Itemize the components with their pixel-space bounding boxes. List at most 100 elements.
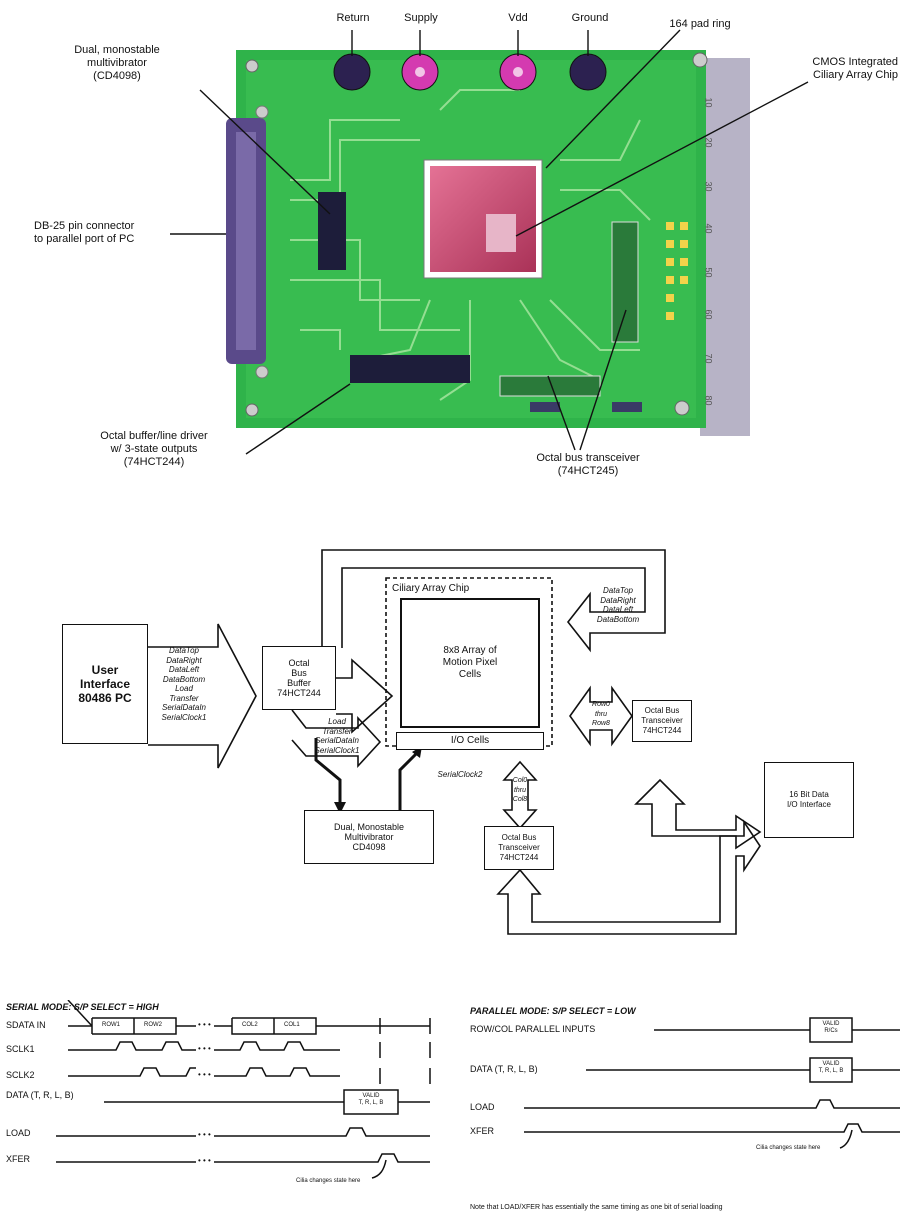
- serial-bit-label: ROW1: [102, 1022, 120, 1028]
- parallel-valid1-line: R/Cs: [810, 1028, 852, 1035]
- pad-ring-label: 164 pad ring: [660, 18, 740, 31]
- transceiver-bottom-line: Transceiver: [498, 843, 540, 853]
- row-signal-list: Row0 thru Row8: [590, 700, 612, 729]
- transceiver-label-line: (74HCT245): [518, 465, 658, 478]
- user-interface-line: 80486 PC: [78, 691, 131, 705]
- db25-label-line: to parallel port of PC: [34, 233, 174, 246]
- pc-signal: DataBottom: [148, 675, 220, 685]
- multivibrator-label: Dual, monostable multivibrator (CD4098): [42, 44, 192, 83]
- parallel-signal-label: ROW/COL PARALLEL INPUTS: [470, 1024, 595, 1034]
- pc-signal-list: DataTop DataRight DataLeft DataBottom Lo…: [148, 646, 220, 722]
- transceiver-label: Octal bus transceiver (74HCT245): [518, 452, 658, 478]
- buffer-signal: SerialDataIn: [302, 736, 372, 746]
- octal-bus-buffer-line: Octal: [277, 658, 321, 668]
- top-signal: DataLeft: [590, 605, 646, 615]
- user-interface-line: Interface: [78, 677, 131, 691]
- db25-label: DB-25 pin connector to parallel port of …: [34, 220, 174, 246]
- parallel-valid2-label: VALID T, R, L, B: [810, 1061, 852, 1075]
- transceiver-right-line: Transceiver: [641, 716, 683, 726]
- top-signal: DataTop: [590, 586, 646, 596]
- pc-signal: DataRight: [148, 656, 220, 666]
- ruler-mark: 60: [702, 309, 715, 319]
- serial-ellipsis: • • •: [198, 1156, 211, 1165]
- serial-note: Cilia changes state here: [296, 1178, 360, 1184]
- serial-ellipsis: • • •: [198, 1020, 211, 1029]
- parallel-signal-label: LOAD: [470, 1102, 495, 1112]
- buffer-signal: Transfer: [302, 727, 372, 737]
- serial-bit-label: COL2: [242, 1022, 258, 1028]
- serial-clock2-label: SerialClock2: [430, 770, 490, 780]
- parallel-valid1-label: VALID R/Cs: [810, 1021, 852, 1035]
- serial-bit-label: ROW2: [144, 1022, 162, 1028]
- transceiver-right-box: Octal Bus Transceiver 74HCT244: [632, 700, 692, 742]
- row-signal: Row8: [590, 719, 612, 729]
- octal-bus-buffer-line: 74HCT244: [277, 688, 321, 698]
- pc-signal: DataLeft: [148, 665, 220, 675]
- parallel-valid2-line: VALID: [810, 1061, 852, 1068]
- ground-jack: [570, 54, 606, 90]
- buffer-label: Octal buffer/line driver w/ 3-state outp…: [66, 430, 242, 469]
- ruler-mark: 70: [702, 353, 715, 363]
- buffer-label-line: (74HCT244): [66, 456, 242, 469]
- parallel-title: PARALLEL MODE: S/P SELECT = LOW: [470, 1006, 636, 1016]
- pc-signal: Load: [148, 684, 220, 694]
- chip-label: CMOS Integrated Ciliary Array Chip: [752, 56, 898, 82]
- serial-valid-line: T, R, L, B: [344, 1100, 398, 1107]
- parallel-signal-label: DATA (T, R, L, B): [470, 1064, 538, 1074]
- buffer-signal: SerialClock1: [302, 746, 372, 756]
- pc-signal: SerialDataIn: [148, 703, 220, 713]
- ruler: [700, 58, 750, 436]
- db25-label-line: DB-25 pin connector: [34, 220, 174, 233]
- buffer-signal: Load: [302, 717, 372, 727]
- array-line: 8x8 Array of: [443, 645, 497, 657]
- chip-label-line: CMOS Integrated: [752, 56, 898, 69]
- serial-valid-line: VALID: [344, 1093, 398, 1100]
- octal-bus-buffer-box: Octal Bus Buffer 74HCT244: [262, 646, 336, 710]
- right-transceiver-arrow: [636, 780, 760, 848]
- supply-label: Supply: [396, 12, 446, 25]
- return-jack: [334, 54, 370, 90]
- serial-signal-label: SDATA IN: [6, 1020, 46, 1030]
- row-signal: Row0: [590, 700, 612, 710]
- cd4098-chip: [318, 192, 346, 270]
- hct244-chip: [350, 355, 470, 383]
- ruler-mark: 80: [702, 395, 715, 405]
- multivibrator-label-line: Dual, monostable: [42, 44, 192, 57]
- serial-signal-label: DATA (T, R, L, B): [6, 1090, 74, 1100]
- transceiver-label-line: Octal bus transceiver: [518, 452, 658, 465]
- multivibrator-line: Dual, Monostable: [334, 822, 404, 832]
- top-signal: DataBottom: [590, 615, 646, 625]
- transceiver-right-line: 74HCT244: [641, 726, 683, 736]
- serial-signal-label: XFER: [6, 1154, 30, 1164]
- user-interface-line: User: [78, 663, 131, 677]
- return-label: Return: [330, 12, 376, 25]
- octal-bus-buffer-line: Buffer: [277, 678, 321, 688]
- timing-waveforms: [0, 1000, 902, 1228]
- multivibrator-line: Multivibrator: [334, 832, 404, 842]
- col-signal: Col0: [510, 776, 530, 786]
- top-signal: DataRight: [590, 596, 646, 606]
- pc-signal: SerialClock1: [148, 713, 220, 723]
- multivibrator-box: Dual, Monostable Multivibrator CD4098: [304, 810, 434, 864]
- array-line: Motion Pixel: [443, 657, 497, 669]
- pc-signal: DataTop: [148, 646, 220, 656]
- user-interface-box: User Interface 80486 PC: [62, 624, 148, 744]
- serial-bit-label: COL1: [284, 1022, 300, 1028]
- ruler-mark: 30: [702, 181, 715, 191]
- data-io-box: 16 Bit Data I/O Interface: [764, 762, 854, 838]
- multivibrator-label-line: (CD4098): [42, 70, 192, 83]
- array-box: 8x8 Array of Motion Pixel Cells: [400, 598, 540, 728]
- ruler-mark: 40: [702, 223, 715, 233]
- pc-signal: Transfer: [148, 694, 220, 704]
- multivibrator-line: CD4098: [334, 842, 404, 852]
- top-signal-list: DataTop DataRight DataLeft DataBottom: [590, 586, 646, 624]
- serial-ellipsis: • • •: [198, 1130, 211, 1139]
- serial-valid-label: VALID T, R, L, B: [344, 1093, 398, 1107]
- buffer-label-line: Octal buffer/line driver: [66, 430, 242, 443]
- parallel-valid2-line: T, R, L, B: [810, 1068, 852, 1075]
- array-line: Cells: [443, 669, 497, 681]
- parallel-signal-label: XFER: [470, 1126, 494, 1136]
- data-io-line: I/O Interface: [787, 800, 831, 810]
- col-signal: thru: [510, 786, 530, 796]
- parallel-valid1-line: VALID: [810, 1021, 852, 1028]
